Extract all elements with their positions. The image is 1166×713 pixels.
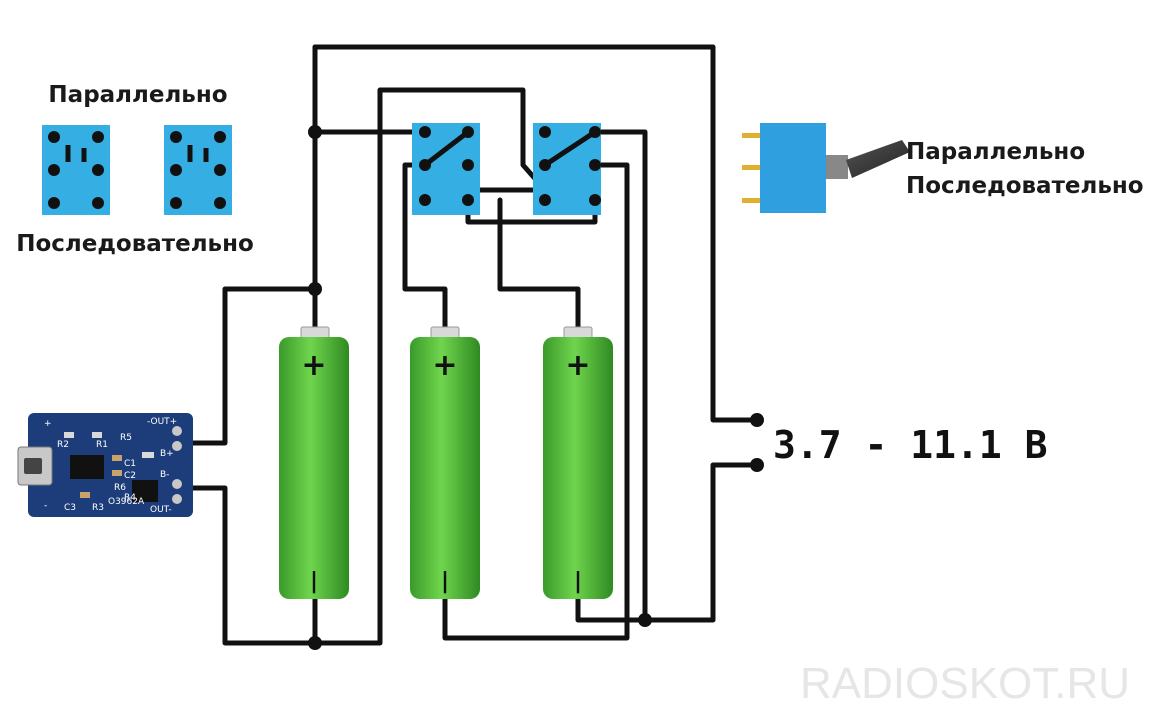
- toggle-switch-icon: [742, 123, 910, 213]
- charger-pcb: -OUT+ OUT- B+ B- + - R2 R1 R5 R6 C1 C2 R…: [17, 413, 193, 517]
- battery-1-plus: +: [301, 348, 326, 383]
- battery-2-plus: +: [432, 348, 457, 383]
- pcb-b-minus: B-: [160, 470, 169, 480]
- legend-parallel-label: Параллельно: [48, 82, 227, 108]
- battery-2: + |: [410, 326, 480, 599]
- battery-1-minus: |: [310, 569, 318, 594]
- output-voltage-label: 3.7 - 11.1 В: [773, 423, 1048, 467]
- legend-switch-series: [164, 125, 232, 215]
- switch-right: [533, 123, 601, 215]
- legend-switch-parallel: [42, 125, 110, 215]
- pcb-chip: O3962A: [108, 497, 145, 507]
- toggle-series-label: Последовательно: [906, 173, 1144, 199]
- pcb-out-plus: -OUT+: [147, 417, 177, 427]
- switch-left: [412, 123, 480, 215]
- toggle-parallel-label: Параллельно: [906, 139, 1085, 165]
- battery-3-minus: |: [574, 569, 582, 594]
- watermark: RADIOSKOT.RU: [800, 659, 1130, 708]
- pcb-r4: R4: [124, 493, 136, 503]
- wires: [182, 44, 760, 646]
- junction-dots: [308, 125, 764, 650]
- battery-3: + |: [543, 326, 613, 599]
- legend-series-label: Последовательно: [16, 231, 254, 257]
- pcb-r1: R1: [96, 440, 108, 450]
- battery-3-plus: +: [565, 348, 590, 383]
- pcb-r5: R5: [120, 433, 132, 443]
- pcb-plus: +: [44, 419, 52, 429]
- pcb-out-minus: OUT-: [150, 505, 172, 515]
- battery-1: + |: [279, 326, 349, 599]
- pcb-minus: -: [44, 501, 47, 511]
- pcb-b-plus: B+: [160, 449, 174, 459]
- battery-2-minus: |: [441, 569, 449, 594]
- pcb-c1: C1: [124, 459, 136, 469]
- pcb-r2: R2: [57, 440, 69, 450]
- pcb-r6: R6: [114, 483, 126, 493]
- pcb-c2: C2: [124, 471, 136, 481]
- pcb-r3: R3: [92, 503, 104, 513]
- pcb-c3: C3: [64, 503, 76, 513]
